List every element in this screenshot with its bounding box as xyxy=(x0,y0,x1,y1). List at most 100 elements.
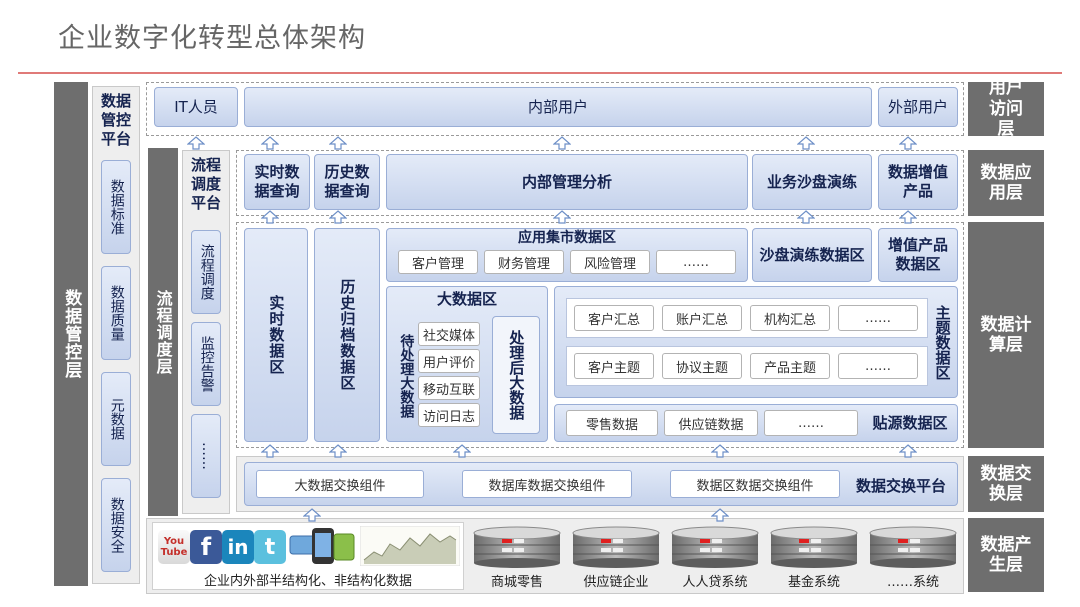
mart-item-customer-mgmt: 客户管理 xyxy=(398,250,478,274)
zone-application-mart-title: 应用集市数据区 xyxy=(518,230,616,246)
source-item-retail: 零售数据 xyxy=(566,410,658,436)
app-internal-mgmt-analysis: 内部管理分析 xyxy=(386,154,748,210)
layer-label-text: 数据应用层 xyxy=(980,162,1032,203)
flow-item-monitor-alert: 监控告警 xyxy=(191,322,221,406)
up-arrow-icon xyxy=(329,444,347,458)
topic-item-customer-subject: 客户主题 xyxy=(574,353,654,379)
app-realtime-query: 实时数据查询 xyxy=(244,154,310,210)
up-arrow-icon xyxy=(553,136,571,150)
exchange-item-bigdata: 大数据交换组件 xyxy=(256,470,424,498)
page-title: 企业数字化转型总体架构 xyxy=(58,23,366,54)
topic-item-product-subject: 产品主题 xyxy=(750,353,830,379)
layer-label-data-governance: 数据管控层 xyxy=(54,82,88,586)
source-systems: 商城零售 供应链企业 人人贷系统 基金系统 ……系统 xyxy=(472,526,958,592)
zone-realtime-data: 实时数据区 xyxy=(244,228,308,442)
exchange-platform-title: 数据交换平台 xyxy=(855,477,946,495)
topic-item-account-summary: 账户汇总 xyxy=(662,305,742,331)
mart-item-finance-mgmt: 财务管理 xyxy=(484,250,564,274)
database-icon xyxy=(770,526,858,568)
topic-item-more-1: …… xyxy=(838,305,918,331)
bigdata-item-user-review: 用户评价 xyxy=(418,349,480,373)
layer-label-text: 流程调度层 xyxy=(153,289,173,375)
up-arrow-icon xyxy=(899,136,917,150)
trend-chart-icon xyxy=(360,526,460,566)
zone-topic-data-title: 主题数据区 xyxy=(933,304,952,380)
up-arrow-icon xyxy=(303,508,321,522)
user-internal: 内部用户 xyxy=(244,87,872,127)
mobile-devices-icon xyxy=(289,528,355,564)
layer-label-text: 数据计算层 xyxy=(980,314,1032,355)
database-icon xyxy=(869,526,957,568)
source-system-label: 供应链企业 xyxy=(583,575,649,590)
app-label: 实时数据查询 xyxy=(254,163,300,200)
up-arrow-icon xyxy=(899,444,917,458)
up-arrow-icon xyxy=(329,136,347,150)
source-system-1: 供应链企业 xyxy=(571,526,661,592)
governance-platform-title: 数据管控平台 xyxy=(100,92,131,148)
flow-item-more: …… xyxy=(191,414,221,498)
up-arrow-icon xyxy=(261,136,279,150)
app-business-sandbox: 业务沙盘演练 xyxy=(752,154,872,210)
governance-item-data-standard: 数据标准 xyxy=(101,160,131,254)
governance-item-data-quality: 数据质量 xyxy=(101,266,131,360)
bigdata-processed: 处理后大数据 xyxy=(492,316,540,434)
source-system-0: 商城零售 xyxy=(472,526,562,592)
source-system-label: 基金系统 xyxy=(787,575,840,590)
up-arrow-icon xyxy=(261,444,279,458)
app-value-added-product: 数据增值产品 xyxy=(878,154,958,210)
zone-value-added-data: 增值产品数据区 xyxy=(878,228,958,282)
twitter-icon: t xyxy=(254,530,286,564)
exchange-item-zone: 数据区数据交换组件 xyxy=(670,470,840,498)
up-arrow-icon xyxy=(187,136,205,150)
source-item-supply-chain: 供应链数据 xyxy=(664,410,758,436)
up-arrow-icon xyxy=(453,444,471,458)
up-arrow-icon xyxy=(329,210,347,224)
source-item-more: …… xyxy=(764,410,858,436)
zone-source-data-title: 贴源数据区 xyxy=(872,414,948,432)
external-data-caption: 企业内外部半结构化、非结构化数据 xyxy=(203,574,412,589)
bigdata-item-access-log: 访问日志 xyxy=(418,403,480,427)
layer-label-text: 数据产生层 xyxy=(980,534,1032,575)
bigdata-item-mobile-internet: 移动互联 xyxy=(418,376,480,400)
up-arrow-icon xyxy=(797,210,815,224)
layer-label-user-access: 用户访问层 xyxy=(968,78,1044,139)
source-system-label: 商城零售 xyxy=(490,575,543,590)
topic-item-more-2: …… xyxy=(838,353,918,379)
linkedin-icon: in xyxy=(222,530,254,564)
bigdata-pending: 待处理大数据 xyxy=(398,334,415,418)
zone-label: 增值产品数据区 xyxy=(887,236,948,273)
exchange-item-database: 数据库数据交换组件 xyxy=(462,470,632,498)
user-access-area xyxy=(146,82,964,136)
topic-item-agreement-subject: 协议主题 xyxy=(662,353,742,379)
layer-label-data-produce: 数据产生层 xyxy=(968,518,1044,592)
source-system-4: ……系统 xyxy=(868,526,958,592)
topic-item-org-summary: 机构汇总 xyxy=(750,305,830,331)
database-icon xyxy=(473,526,561,568)
source-system-label: ……系统 xyxy=(886,575,939,590)
topic-item-customer-summary: 客户汇总 xyxy=(574,305,654,331)
flow-platform-title: 流程调度平台 xyxy=(190,156,221,212)
user-it-staff: IT人员 xyxy=(154,87,238,127)
mart-item-risk-mgmt: 风险管理 xyxy=(570,250,650,274)
app-label: 数据增值产品 xyxy=(888,163,949,200)
zone-big-data-title: 大数据区 xyxy=(436,290,497,308)
up-arrow-icon xyxy=(261,210,279,224)
up-arrow-icon xyxy=(711,508,729,522)
source-system-3: 基金系统 xyxy=(769,526,859,592)
youtube-icon: You Tube xyxy=(158,530,190,564)
up-arrow-icon xyxy=(711,444,729,458)
source-system-2: 人人贷系统 xyxy=(670,526,760,592)
facebook-icon: f xyxy=(190,530,222,564)
data-compute-area xyxy=(236,222,964,448)
layer-label-flow-schedule: 流程调度层 xyxy=(148,148,178,516)
app-history-query: 历史数据查询 xyxy=(314,154,380,210)
data-app-area xyxy=(236,150,964,216)
flow-item-schedule: 流程调度 xyxy=(191,230,221,314)
app-label: 历史数据查询 xyxy=(324,163,370,200)
source-system-label: 人人贷系统 xyxy=(682,575,748,590)
layer-label-text: 用户访问层 xyxy=(989,78,1023,140)
governance-item-data-security: 数据安全 xyxy=(101,478,131,572)
title-divider xyxy=(18,72,1062,74)
zone-history-archive-data: 历史归档数据区 xyxy=(314,228,380,442)
user-external: 外部用户 xyxy=(878,87,958,127)
